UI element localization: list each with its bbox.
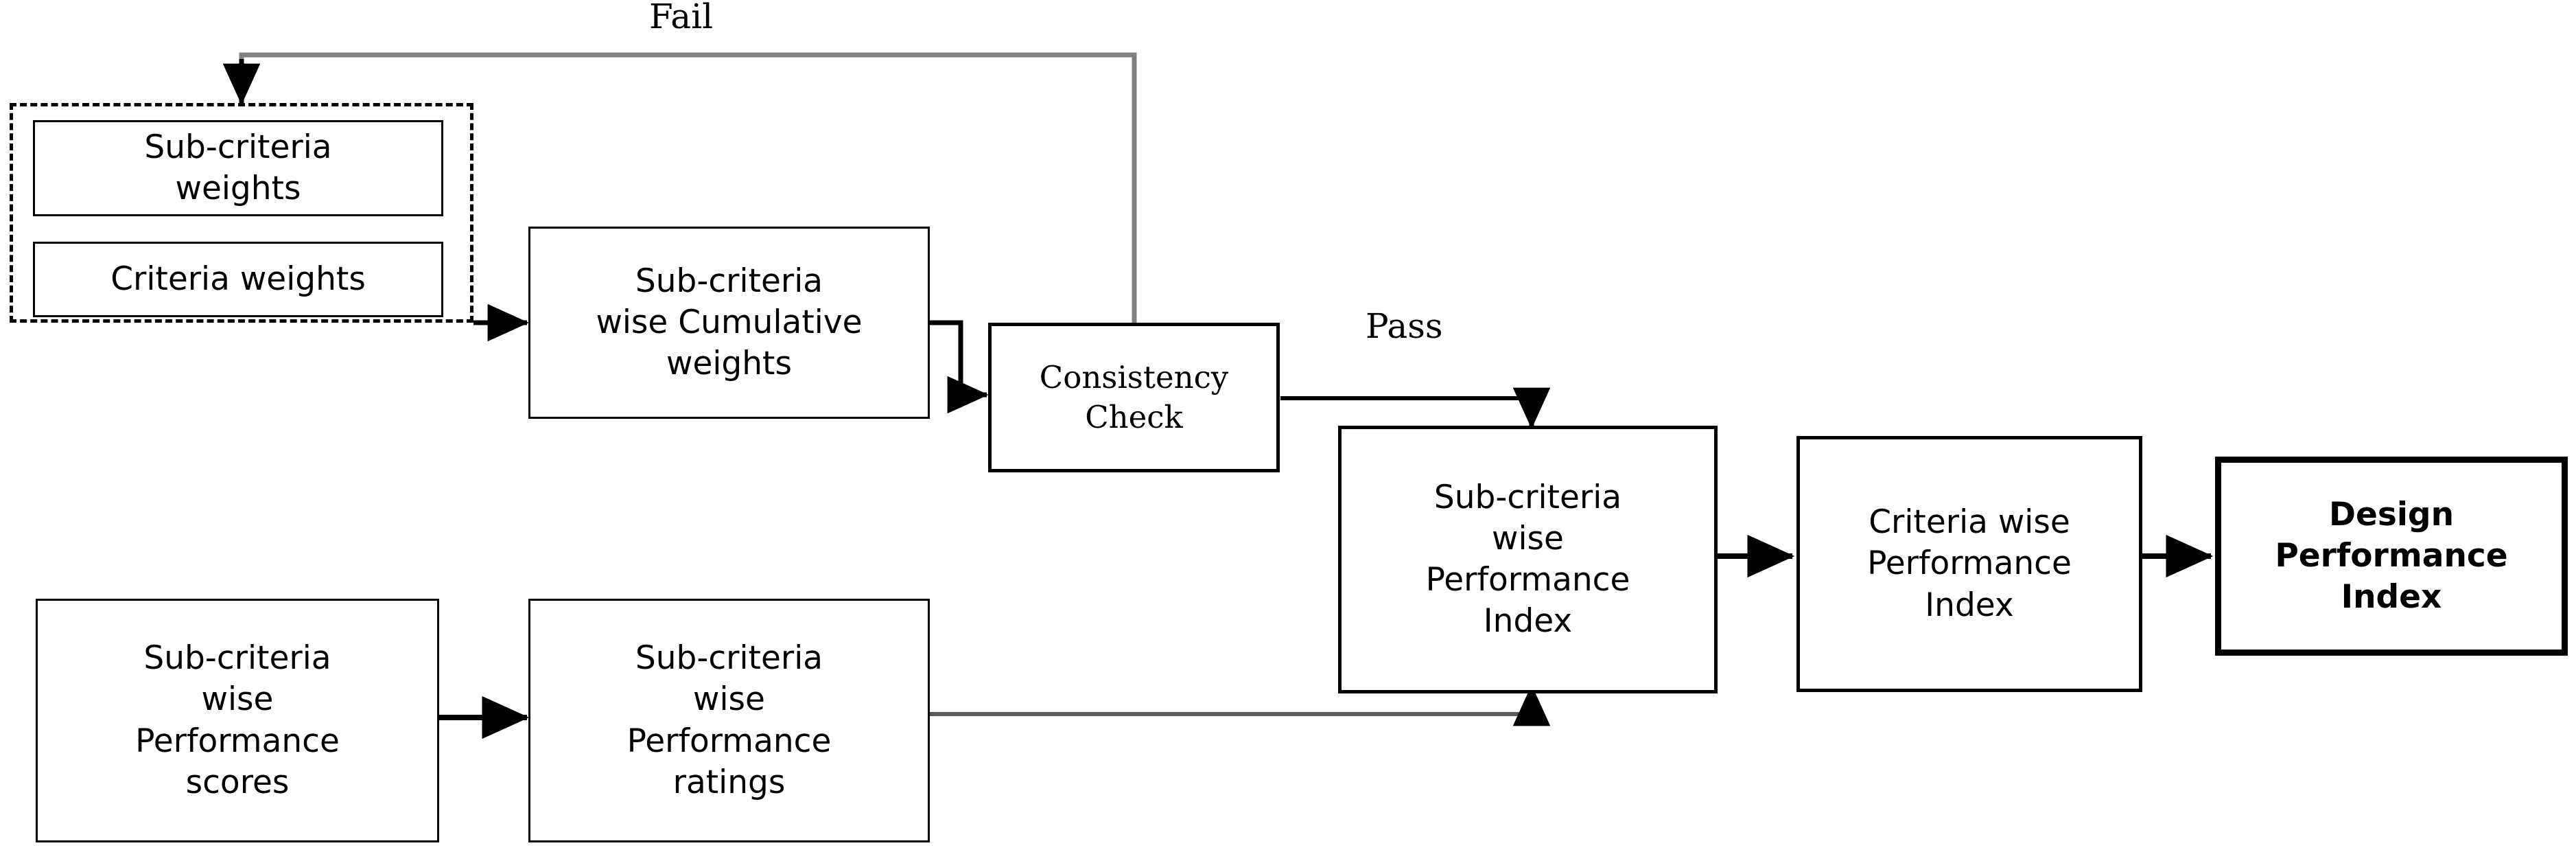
node-consistency-check[interactable]: Consistency Check xyxy=(988,323,1280,472)
edge-cumulative-to-consistency xyxy=(930,320,989,414)
edge-label-pass: Pass xyxy=(1366,306,1443,346)
node-sub-criteria-wise-cumulative-weights[interactable]: Sub-criteria wise Cumulative weights xyxy=(528,227,930,419)
node-sub-criteria-wise-performance-scores[interactable]: Sub-criteria wise Performance scores xyxy=(36,599,439,842)
node-sub-criteria-weights[interactable]: Sub-criteria weights xyxy=(33,120,443,216)
weights-group-container xyxy=(10,103,473,323)
edge-fail xyxy=(222,52,1137,398)
node-criteria-wise-performance-index[interactable]: Criteria wise Performance Index xyxy=(1796,436,2142,692)
node-sub-criteria-wise-performance-index[interactable]: Sub-criteria wise Performance Index xyxy=(1338,426,1718,693)
node-sub-criteria-wise-performance-ratings[interactable]: Sub-criteria wise Performance ratings xyxy=(528,599,930,842)
node-design-performance-index[interactable]: Design Performance Index xyxy=(2215,457,2568,656)
node-criteria-weights[interactable]: Criteria weights xyxy=(33,242,443,317)
edge-label-fail: Fail xyxy=(649,0,714,36)
edge-pass xyxy=(1280,387,1551,429)
